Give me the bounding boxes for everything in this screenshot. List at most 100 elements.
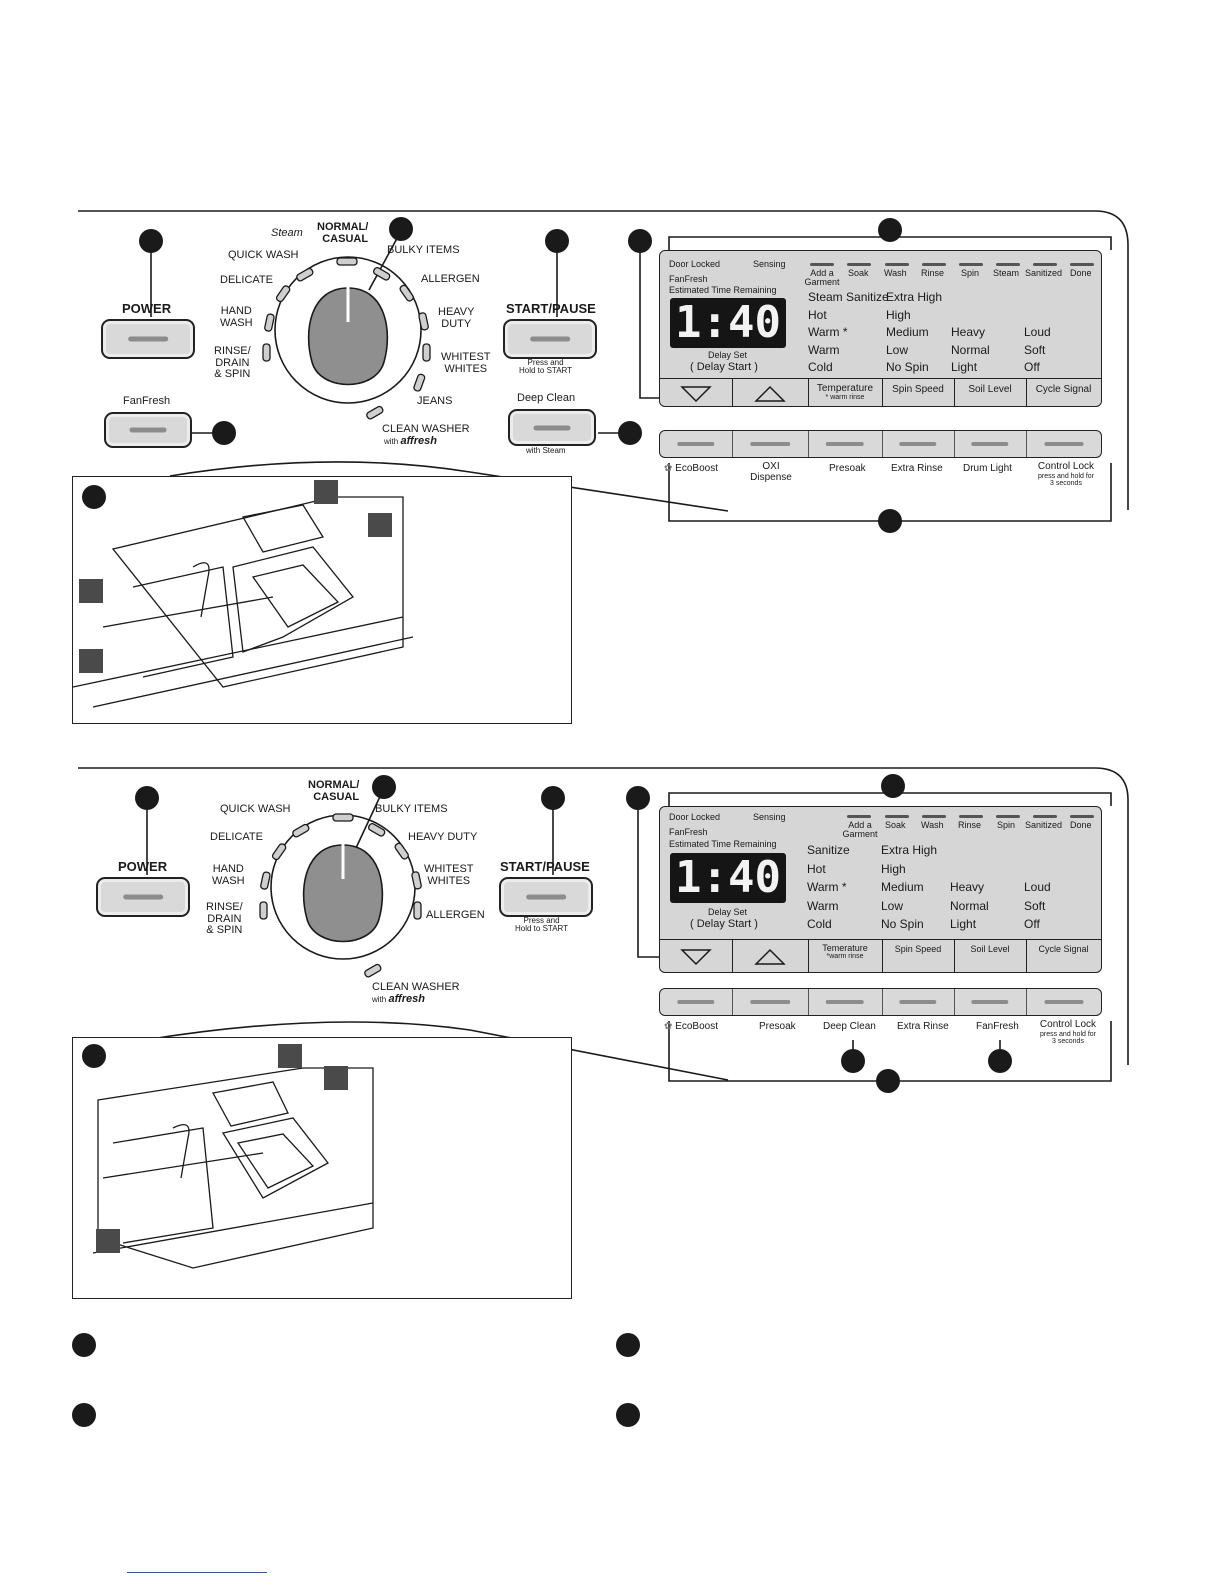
cycle-quick-wash-2: QUICK WASH xyxy=(220,803,291,815)
door-locked-1: Door Locked xyxy=(669,259,721,269)
callout-dial-1 xyxy=(389,217,413,241)
up-arrow-button-1[interactable] xyxy=(732,379,809,407)
tab-soil-level-2[interactable]: Soil Level xyxy=(954,940,1027,973)
signal-0: Loud xyxy=(1024,880,1051,894)
start-pause-button-1[interactable] xyxy=(503,319,597,359)
option-button-1-3[interactable] xyxy=(882,431,955,457)
option-label-1-2: Presoak xyxy=(829,463,866,474)
callout-deepclean-1 xyxy=(618,421,642,445)
signal-col-1: Loud Soft Off xyxy=(1024,324,1051,377)
option-button-2-0[interactable] xyxy=(660,989,733,1015)
option-label-2-0: ✿ EcoBoost xyxy=(664,1021,718,1033)
cycle-bulky-1: BULKY ITEMS xyxy=(387,244,460,256)
tab-spin-speed-2[interactable]: Spin Speed xyxy=(882,940,955,973)
press-hold-2: Press and Hold to START xyxy=(515,916,568,934)
option-bar-1 xyxy=(659,430,1102,458)
status-soak-1: Soak xyxy=(848,268,869,278)
cycle-rinse-spin-2: RINSE/ DRAIN & SPIN xyxy=(206,901,243,937)
affresh-logo: affresh xyxy=(388,992,425,1005)
tab-cycle-signal-1[interactable]: Cycle Signal xyxy=(1035,384,1092,395)
option-button-2-5[interactable] xyxy=(1026,989,1101,1015)
option-label-1-0: ✿ EcoBoost xyxy=(664,463,718,475)
fanfresh-indicator-2: FanFresh xyxy=(669,827,708,837)
start-pause-label-2: START/PAUSE xyxy=(500,859,590,874)
temp-4: Cold xyxy=(807,917,832,931)
spin-2: Medium xyxy=(881,880,924,894)
temp-2: Warm * xyxy=(807,880,847,894)
cycle-allergen-2: ALLERGEN xyxy=(426,909,485,921)
status-soak-2: Soak xyxy=(885,820,906,830)
time-readout-2: 1:40 xyxy=(670,853,786,903)
callout-square-c-1 xyxy=(79,579,103,603)
option-button-2-4[interactable] xyxy=(954,989,1027,1015)
callout-dispenser-2 xyxy=(82,1044,106,1068)
cycle-rinse-line1: RINSE/ xyxy=(214,345,251,357)
up-arrow-button-2[interactable] xyxy=(732,940,809,973)
callout-fanfresh-1 xyxy=(212,421,236,445)
cycle-rinse-line3: & SPIN xyxy=(206,924,243,937)
tab-spin-speed-1[interactable]: Spin Speed xyxy=(882,379,955,407)
led-1-1 xyxy=(847,263,871,266)
callout-deepclean-2 xyxy=(841,1049,865,1073)
option-label-2-3: Extra Rinse xyxy=(897,1021,949,1032)
delay-set-2: Delay Set xyxy=(708,907,748,917)
option-label-1-4: Drum Light xyxy=(963,463,1012,474)
dial-knob-2 xyxy=(302,844,384,943)
option-button-1-0[interactable] xyxy=(660,431,733,457)
tab-temperature-label: Temerature xyxy=(822,943,868,953)
control-lock-label-2: Control Lock xyxy=(1039,1019,1097,1030)
tab-soil-level-1[interactable]: Soil Level xyxy=(954,379,1027,407)
option-button-1-1[interactable] xyxy=(732,431,809,457)
temp-col-1: Steam Sanitize Hot Warm * Warm Cold xyxy=(808,289,889,377)
power-button-1[interactable] xyxy=(101,319,195,359)
cycle-normal-line1: NORMAL/ xyxy=(317,221,369,233)
cycle-clean-washer-2: CLEAN WASHER with affresh xyxy=(372,981,460,1005)
callout-dial-2 xyxy=(372,775,396,799)
callout-square-b-2 xyxy=(324,1066,348,1090)
ecoboost-label-2: EcoBoost xyxy=(675,1021,718,1032)
signal-2: Off xyxy=(1024,360,1040,374)
deep-clean-button-1[interactable] xyxy=(508,409,596,446)
option-button-1-5[interactable] xyxy=(1026,431,1101,457)
footer-link[interactable] xyxy=(127,1572,267,1573)
delay-set-1: Delay Set xyxy=(708,350,748,360)
signal-1: Soft xyxy=(1024,342,1046,357)
down-arrow-button-2[interactable] xyxy=(660,940,733,973)
option-button-1-4[interactable] xyxy=(954,431,1027,457)
legend-callout-4 xyxy=(616,1403,640,1427)
callout-display-top-1 xyxy=(878,218,902,242)
callout-display-left-2 xyxy=(626,786,650,810)
status-wash-1: Wash xyxy=(884,268,907,278)
option-button-1-2[interactable] xyxy=(808,431,883,457)
warm-rinse-note: * warm rinse xyxy=(825,394,865,401)
spin-3: Low xyxy=(886,342,909,357)
status-add-garment-2: Add a Garment xyxy=(842,820,878,839)
fanfresh-label-1: FanFresh xyxy=(123,395,171,407)
display-panel-2: Door Locked Sensing FanFresh Estimated T… xyxy=(659,806,1102,973)
down-arrow-button-1[interactable] xyxy=(660,379,733,407)
power-button-2[interactable] xyxy=(96,877,190,917)
signal-col-2: Loud Soft Off xyxy=(1024,878,1051,934)
est-time-1: Estimated Time Remaining xyxy=(669,285,777,295)
status-sanitized-1: Sanitized xyxy=(1025,268,1063,278)
warm-rinse-note: *warm rinse xyxy=(826,953,864,960)
tab-cycle-signal-2[interactable]: Cycle Signal xyxy=(1038,944,1089,954)
status-add-garment-1: Add a Garment xyxy=(804,268,840,287)
callout-dispenser-1 xyxy=(82,485,106,509)
up-arrow-icon xyxy=(754,948,786,965)
cycle-hand-wash-1: HAND WASH xyxy=(220,305,253,329)
tab-temperature-1[interactable]: Temperature * warm rinse xyxy=(808,379,883,407)
option-button-2-3[interactable] xyxy=(882,989,955,1015)
option-button-2-1[interactable] xyxy=(732,989,809,1015)
led-1-4 xyxy=(959,263,983,266)
dispenser-drawing xyxy=(92,1067,374,1269)
clean-washer-with: with xyxy=(372,994,387,1004)
option-button-2-2[interactable] xyxy=(808,989,883,1015)
start-pause-button-2[interactable] xyxy=(499,877,593,917)
callout-square-d-1 xyxy=(79,649,103,673)
soil-col-1: Heavy Normal Light xyxy=(951,324,990,377)
status-done-2: Done xyxy=(1070,820,1092,830)
tab-temperature-2[interactable]: Temerature *warm rinse xyxy=(808,940,883,973)
fanfresh-button-1[interactable] xyxy=(104,412,192,448)
led-1-7 xyxy=(1070,263,1094,266)
